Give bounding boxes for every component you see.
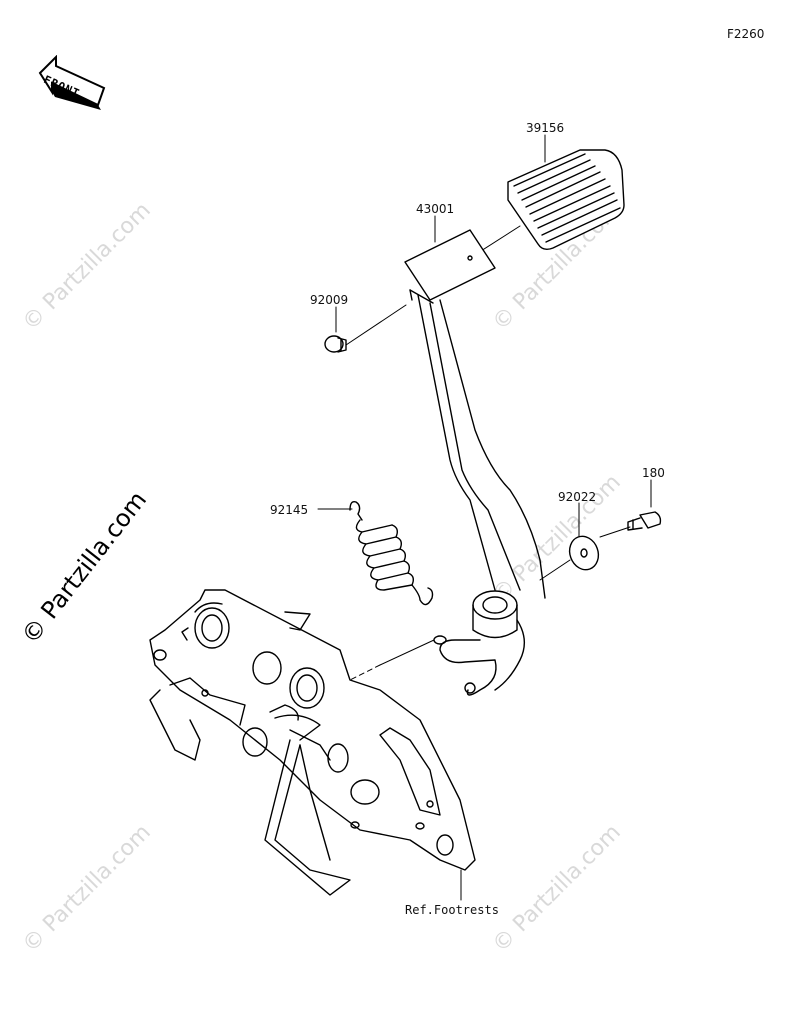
part-label-92145: 92145 — [270, 503, 309, 517]
spring-92145 — [349, 500, 434, 606]
part-label-43001: 43001 — [416, 202, 455, 216]
washer-92022 — [568, 535, 600, 571]
part-label-92022: 92022 — [558, 490, 597, 504]
part-label-39156: 39156 — [526, 121, 565, 135]
diagram-code: F2260 — [727, 27, 765, 41]
pivot-boss — [433, 590, 525, 696]
front-arrow-icon — [38, 55, 106, 110]
bolt-92009 — [324, 335, 347, 353]
part-label-180: 180 — [642, 466, 665, 480]
reference-label: Ref.Footrests — [405, 903, 499, 917]
part-label-92009: 92009 — [310, 293, 349, 307]
pedal-rubber — [507, 149, 625, 251]
bolt-180 — [627, 511, 662, 531]
footrest-bracket — [149, 589, 476, 871]
pedal-arm — [404, 229, 546, 599]
brake-rod — [264, 729, 351, 896]
